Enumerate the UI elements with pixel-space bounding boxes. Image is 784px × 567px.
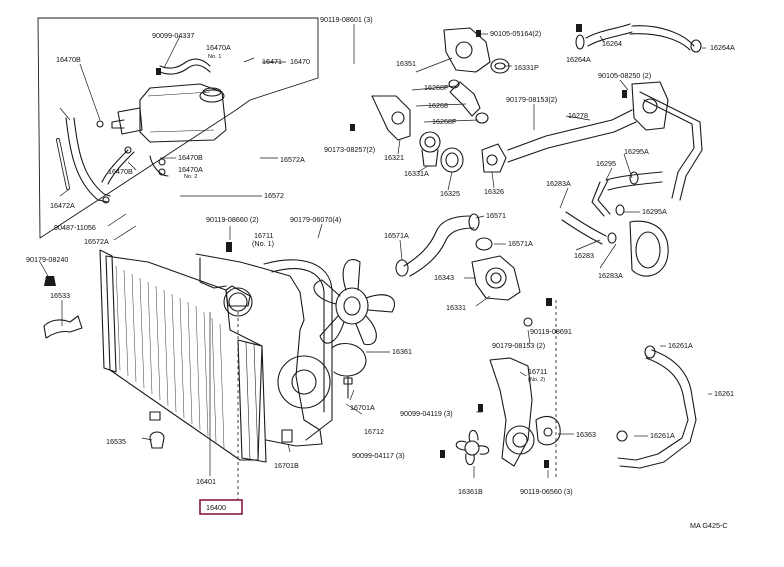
part-label[interactable]: 16471: [262, 57, 282, 66]
part-label[interactable]: 16535: [106, 437, 126, 446]
part-label[interactable]: 16470A: [178, 165, 203, 174]
part-label[interactable]: 90119-08691: [530, 327, 572, 336]
part-label[interactable]: 16470: [290, 57, 310, 66]
part-label-note: No. 1: [208, 54, 221, 60]
water-outlet-thermostat: [350, 27, 637, 173]
part-label[interactable]: 16470B: [108, 167, 133, 176]
part-label[interactable]: 16264A: [710, 43, 735, 52]
part-label[interactable]: 16361: [392, 347, 412, 356]
part-label[interactable]: 16295A: [642, 207, 667, 216]
part-label[interactable]: 90179-08153 (2): [492, 341, 545, 350]
part-label[interactable]: 16711: [528, 367, 547, 376]
part-label[interactable]: 16261: [714, 389, 734, 398]
part-label[interactable]: 16261A: [668, 341, 693, 350]
part-label[interactable]: 16572: [264, 191, 284, 200]
leader-lines: [39, 24, 712, 500]
part-label[interactable]: 16472A: [50, 201, 75, 210]
part-label[interactable]: 16533: [50, 291, 70, 300]
part-label[interactable]: 16268F: [432, 117, 457, 126]
part-label[interactable]: 90119-06560 (3): [520, 487, 573, 496]
part-label[interactable]: 16470A: [206, 43, 231, 52]
part-label[interactable]: 16571A: [508, 239, 533, 248]
part-label[interactable]: 16701A: [350, 403, 375, 412]
part-label[interactable]: 16331: [446, 303, 466, 312]
part-label[interactable]: 16326: [484, 187, 504, 196]
diagram-code: MA G425-C: [690, 521, 728, 530]
part-label[interactable]: 16572A: [84, 237, 109, 246]
part-label[interactable]: 16470B: [178, 153, 203, 162]
radiator-assembly: [43, 242, 331, 463]
part-label[interactable]: 16361B: [458, 487, 483, 496]
part-label[interactable]: 16268: [428, 101, 448, 110]
part-label[interactable]: 16283A: [546, 179, 571, 188]
part-label[interactable]: 16711: [254, 231, 273, 240]
heater-hose: [616, 345, 697, 469]
part-label[interactable]: 16571: [486, 211, 506, 220]
part-label[interactable]: 16295A: [624, 147, 649, 156]
part-label-note: (No. 1): [252, 239, 274, 248]
part-label[interactable]: 16325: [440, 189, 460, 198]
part-label[interactable]: 90099-04119 (3): [400, 409, 453, 418]
part-label[interactable]: 16283: [574, 251, 594, 260]
part-label[interactable]: 16283A: [598, 271, 623, 280]
part-label[interactable]: 16572A: [280, 155, 305, 164]
part-label-note: No. 2: [184, 174, 197, 180]
part-label[interactable]: 16331A: [404, 169, 429, 178]
part-label[interactable]: 16321: [384, 153, 404, 162]
part-label[interactable]: 16268F: [424, 83, 449, 92]
part-label[interactable]: 90099-04337: [152, 31, 194, 40]
part-label[interactable]: 16295: [596, 159, 616, 168]
part-label[interactable]: 90119-08660 (2): [206, 215, 259, 224]
part-label[interactable]: 90105-05164(2): [490, 29, 541, 38]
part-label[interactable]: 16701B: [274, 461, 299, 470]
part-label[interactable]: 16264A: [566, 55, 591, 64]
part-label[interactable]: 90099-04117 (3): [352, 451, 405, 460]
part-label[interactable]: 16343: [434, 273, 454, 282]
highlighted-part-box: [199, 499, 243, 515]
part-label[interactable]: 90173-08257(2): [324, 145, 375, 154]
part-label[interactable]: 16331P: [514, 63, 539, 72]
part-label[interactable]: 16278: [568, 111, 588, 120]
fan-assembly: [263, 259, 395, 441]
part-label[interactable]: 90179-08240: [26, 255, 68, 264]
part-labels: 16400 16401 16535 16533 90179-08240 9048…: [26, 15, 735, 530]
part-label[interactable]: 90487-11056: [54, 223, 96, 232]
part-label[interactable]: 16470B: [56, 55, 81, 64]
part-label[interactable]: 16712: [364, 427, 384, 436]
part-label[interactable]: 16363: [576, 430, 596, 439]
part-label[interactable]: 16261A: [650, 431, 675, 440]
part-label[interactable]: 90179-08153(2): [506, 95, 557, 104]
part-label[interactable]: 90179-06070(4): [290, 215, 341, 224]
part-label[interactable]: 16351: [396, 59, 416, 68]
reservoir-inset: [37, 17, 319, 239]
part-label[interactable]: 16400: [206, 503, 226, 512]
part-label[interactable]: 16264: [602, 39, 622, 48]
part-label[interactable]: 90119-08601 (3): [320, 15, 373, 24]
part-label-note: (No. 2): [528, 377, 545, 383]
part-label[interactable]: 16571A: [384, 231, 409, 240]
part-label[interactable]: 90105-08250 (2): [598, 71, 651, 80]
part-label[interactable]: 16401: [196, 477, 216, 486]
